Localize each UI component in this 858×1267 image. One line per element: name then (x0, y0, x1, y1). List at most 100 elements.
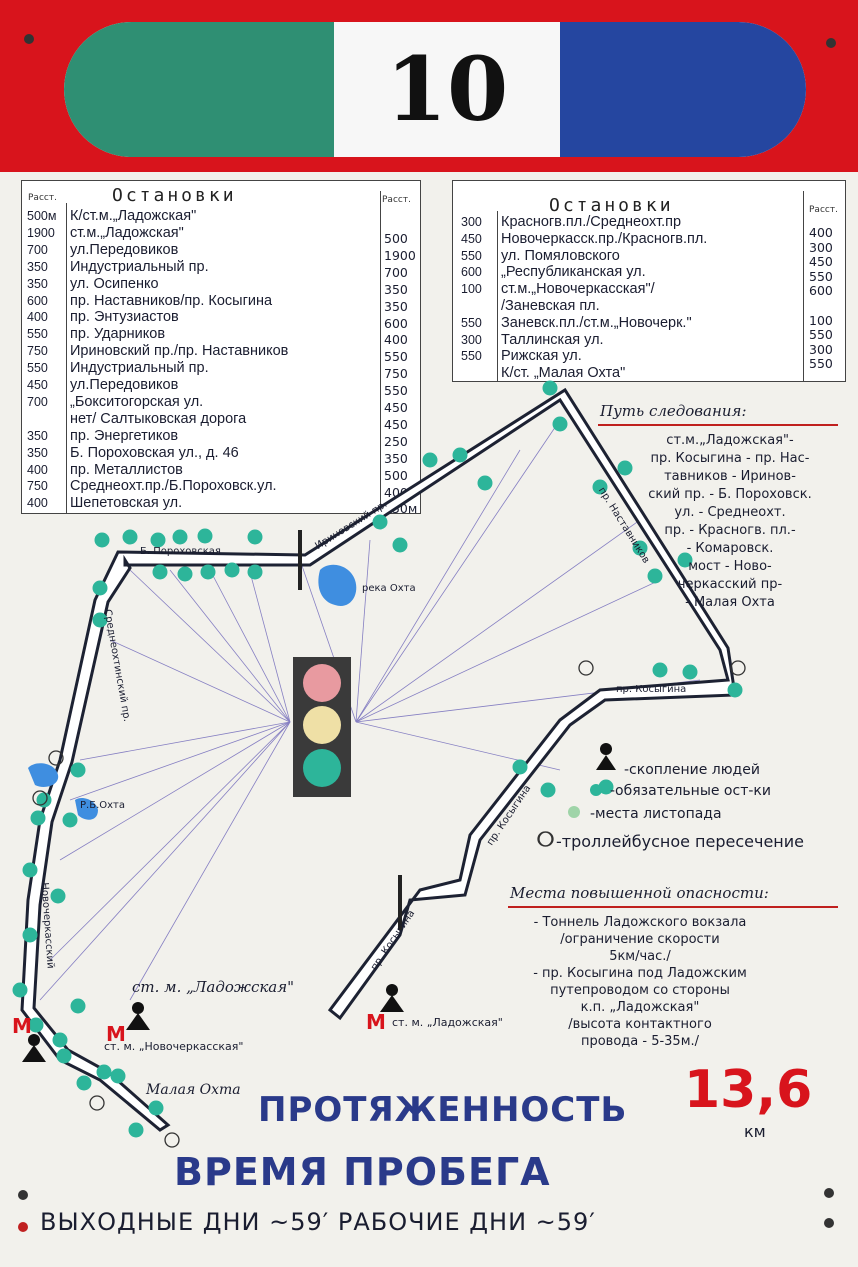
divider (66, 203, 67, 513)
row-distance: 600 (461, 265, 482, 280)
danger-line: путепроводом со стороны (550, 983, 730, 998)
stop-dot (727, 682, 743, 698)
stop-dot (617, 460, 633, 476)
row-distance: 450 (384, 400, 408, 415)
row-distance: 600 (809, 283, 833, 299)
route-path-line: ул. - Среднеохт. (674, 505, 786, 520)
row-distance: 700 (27, 242, 48, 257)
row-distance: 700 (27, 394, 48, 409)
row-distance: 550 (461, 248, 482, 263)
row-distance: 100 (809, 312, 833, 328)
stop-dot (70, 762, 86, 778)
row-distance: 400 (384, 332, 408, 348)
row-distance: 550 (461, 315, 482, 330)
stop-name: Таллинская ул. (501, 331, 604, 348)
row-distance: 350 (27, 428, 48, 443)
stop-name: Красногв.пл./Среднеохт.пр (501, 214, 682, 230)
stop-dot (152, 564, 168, 580)
metro-icon: М (366, 1010, 386, 1034)
row-distance: 350 (27, 259, 48, 274)
row-distance: 600 (384, 315, 408, 331)
stop-dot (477, 475, 493, 491)
route-path-line: ст.м.„Ладожская"- (666, 433, 794, 448)
row-distance: 400 (809, 225, 833, 240)
time-label: ВРЕМЯ ПРОБЕГА (174, 1150, 551, 1194)
stop-dot (542, 380, 558, 396)
stop-dot (22, 862, 38, 878)
row-distance: 700 (384, 264, 408, 280)
stop-name: Новочеркасск.пр./Красногв.пл. (501, 230, 708, 247)
route-pill (64, 22, 806, 157)
route-path-heading: Путь следования: (600, 402, 747, 420)
stop-dot (552, 416, 568, 432)
route-path-line: черкасский пр- (677, 577, 783, 592)
stop-dot (62, 812, 78, 828)
stop-dot (150, 532, 166, 548)
stop-name: /Заневская пл. (501, 298, 600, 314)
underline (508, 906, 838, 908)
stop-dot (247, 529, 263, 545)
danger-line: 5км/час./ (609, 949, 671, 964)
stop-dot (76, 1075, 92, 1091)
distance-col-head: Расст. (809, 205, 838, 215)
row-distance: 450 (384, 416, 408, 432)
stop-dot (50, 888, 66, 904)
screw (24, 34, 34, 44)
stop-dot (128, 1122, 144, 1138)
stop-name: „Республиканская ул. (501, 264, 646, 281)
row-distance: 550 (27, 327, 48, 342)
row-distance: 350 (384, 298, 408, 314)
stop-name: ул.Передовиков (70, 241, 179, 258)
row-distance: 350 (27, 445, 48, 460)
screw (18, 1222, 28, 1232)
stop-dot (682, 664, 698, 680)
stop-dot (28, 1017, 44, 1033)
stop-dot (177, 566, 193, 582)
route-path-line: ский пр. - Б. Пороховск. (648, 487, 812, 502)
stop-name: Индустриальный пр. (70, 258, 209, 275)
row-distance: 400 (27, 462, 48, 477)
stop-dot (172, 529, 188, 545)
stop-name: К/ст.м.„Ладожская" (70, 208, 197, 224)
stop-name: ст.м.„Ладожская" (70, 224, 184, 241)
metro-icon: М (12, 1014, 32, 1038)
route-number: 10 (385, 37, 509, 141)
row-distance: 450 (27, 378, 48, 392)
row-distance: 550 (809, 327, 833, 343)
stop-dot (52, 1032, 68, 1048)
row-distance: 1900 (27, 225, 55, 240)
stop-name: ул. Помяловского (501, 247, 620, 264)
row-distance: 550 (809, 268, 833, 284)
stop-dot (22, 927, 38, 943)
stop-name: Ириновский пр./пр. Наставников (70, 343, 289, 360)
stop-name: Рижская ул. (501, 348, 582, 365)
legend-crowd: -скопление людей (624, 762, 760, 778)
river-label: река Охта (362, 583, 416, 594)
divider (803, 191, 804, 381)
stop-dot (70, 998, 86, 1014)
danger-line: /ограничение скорости (560, 932, 720, 947)
station-label: ст. м. „Новочеркасская" (104, 1040, 244, 1053)
stop-dot (512, 759, 528, 775)
underline (598, 424, 838, 426)
run-time-line: ВЫХОДНЫЕ ДНИ ~59′ РАБОЧИЕ ДНИ ~59′ (40, 1208, 596, 1236)
danger-line: к.п. „Ладожская" (580, 1000, 700, 1015)
stop-dot (372, 514, 388, 530)
screw (824, 1218, 834, 1228)
crowd-icons (22, 743, 616, 1062)
stop-name: пр. Энергетиков (70, 427, 179, 444)
metro-icon: М (106, 1022, 126, 1046)
danger-line: - Тоннель Ладожского вокзала (533, 915, 747, 930)
row-distance: 450 (809, 254, 833, 270)
row-distance: 750 (384, 366, 408, 382)
stop-dot (148, 1100, 164, 1116)
row-distance: 750 (27, 344, 48, 359)
stop-dot (56, 1048, 72, 1064)
stop-dot (540, 782, 556, 798)
row-distance: 400 (27, 310, 48, 325)
stop-name: пр. Ударников (70, 326, 166, 343)
row-distance: 300 (809, 239, 833, 255)
danger-line: /высота контактного (568, 1017, 712, 1032)
screw (824, 1188, 834, 1198)
